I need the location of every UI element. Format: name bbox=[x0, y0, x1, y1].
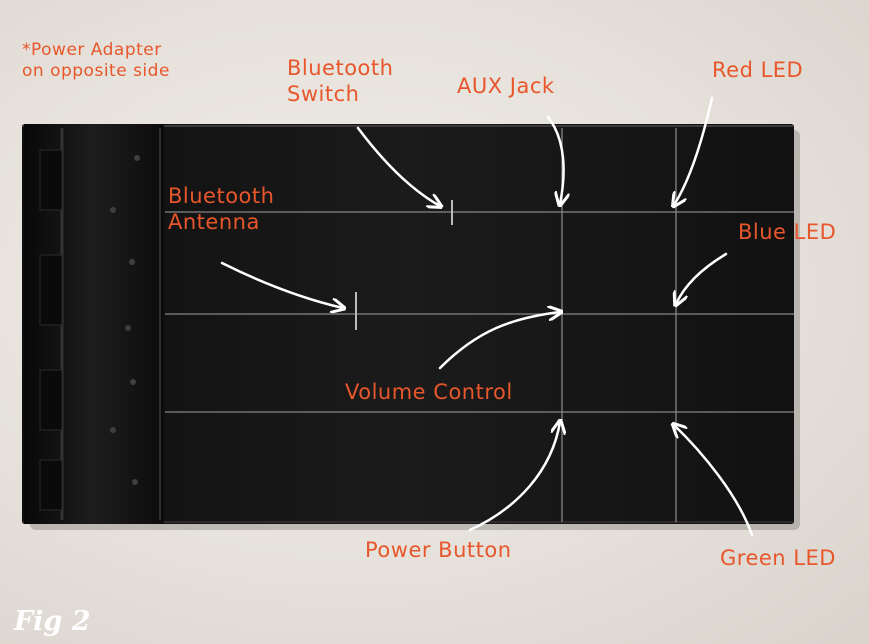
bluetooth-switch-label-line1: Bluetooth bbox=[287, 56, 394, 80]
figure-label: Fig 2 bbox=[14, 606, 91, 637]
arrow-green-led bbox=[674, 425, 754, 537]
black-box-body bbox=[22, 124, 794, 524]
blue-led-label: Blue LED bbox=[738, 220, 837, 244]
bluetooth-antenna-label-line1: Bluetooth bbox=[168, 184, 275, 208]
bluetooth-switch-label: Bluetooth Switch bbox=[287, 56, 393, 107]
annotation-arrows bbox=[220, 96, 754, 537]
power-adapter-note: *Power Adapter on opposite side bbox=[22, 40, 170, 83]
bluetooth-antenna-label-line2: Antenna bbox=[168, 209, 260, 234]
power-adapter-note-line2: on opposite side bbox=[22, 61, 170, 82]
hinge-knuckles bbox=[39, 149, 63, 511]
hinge-screws bbox=[110, 155, 140, 485]
arrow-bluetooth-switch bbox=[356, 126, 440, 206]
volume-control-label: Volume Control bbox=[345, 380, 513, 404]
bluetooth-switch-label-line2: Switch bbox=[287, 81, 360, 106]
arrow-volume-control bbox=[438, 312, 560, 370]
green-led-label: Green LED bbox=[720, 546, 836, 570]
power-adapter-note-line1: *Power Adapter bbox=[22, 40, 162, 60]
power-button-label: Power Button bbox=[365, 538, 512, 562]
arrow-blue-led bbox=[676, 252, 728, 304]
red-led-label: Red LED bbox=[712, 58, 804, 82]
arrow-power-button bbox=[468, 422, 560, 532]
arrow-aux-jack bbox=[546, 115, 564, 204]
bluetooth-antenna-label: Bluetooth Antenna bbox=[168, 184, 274, 235]
arrow-bluetooth-antenna bbox=[220, 261, 343, 308]
aux-jack-label: AUX Jack bbox=[457, 74, 555, 98]
arrow-red-led bbox=[674, 96, 714, 205]
